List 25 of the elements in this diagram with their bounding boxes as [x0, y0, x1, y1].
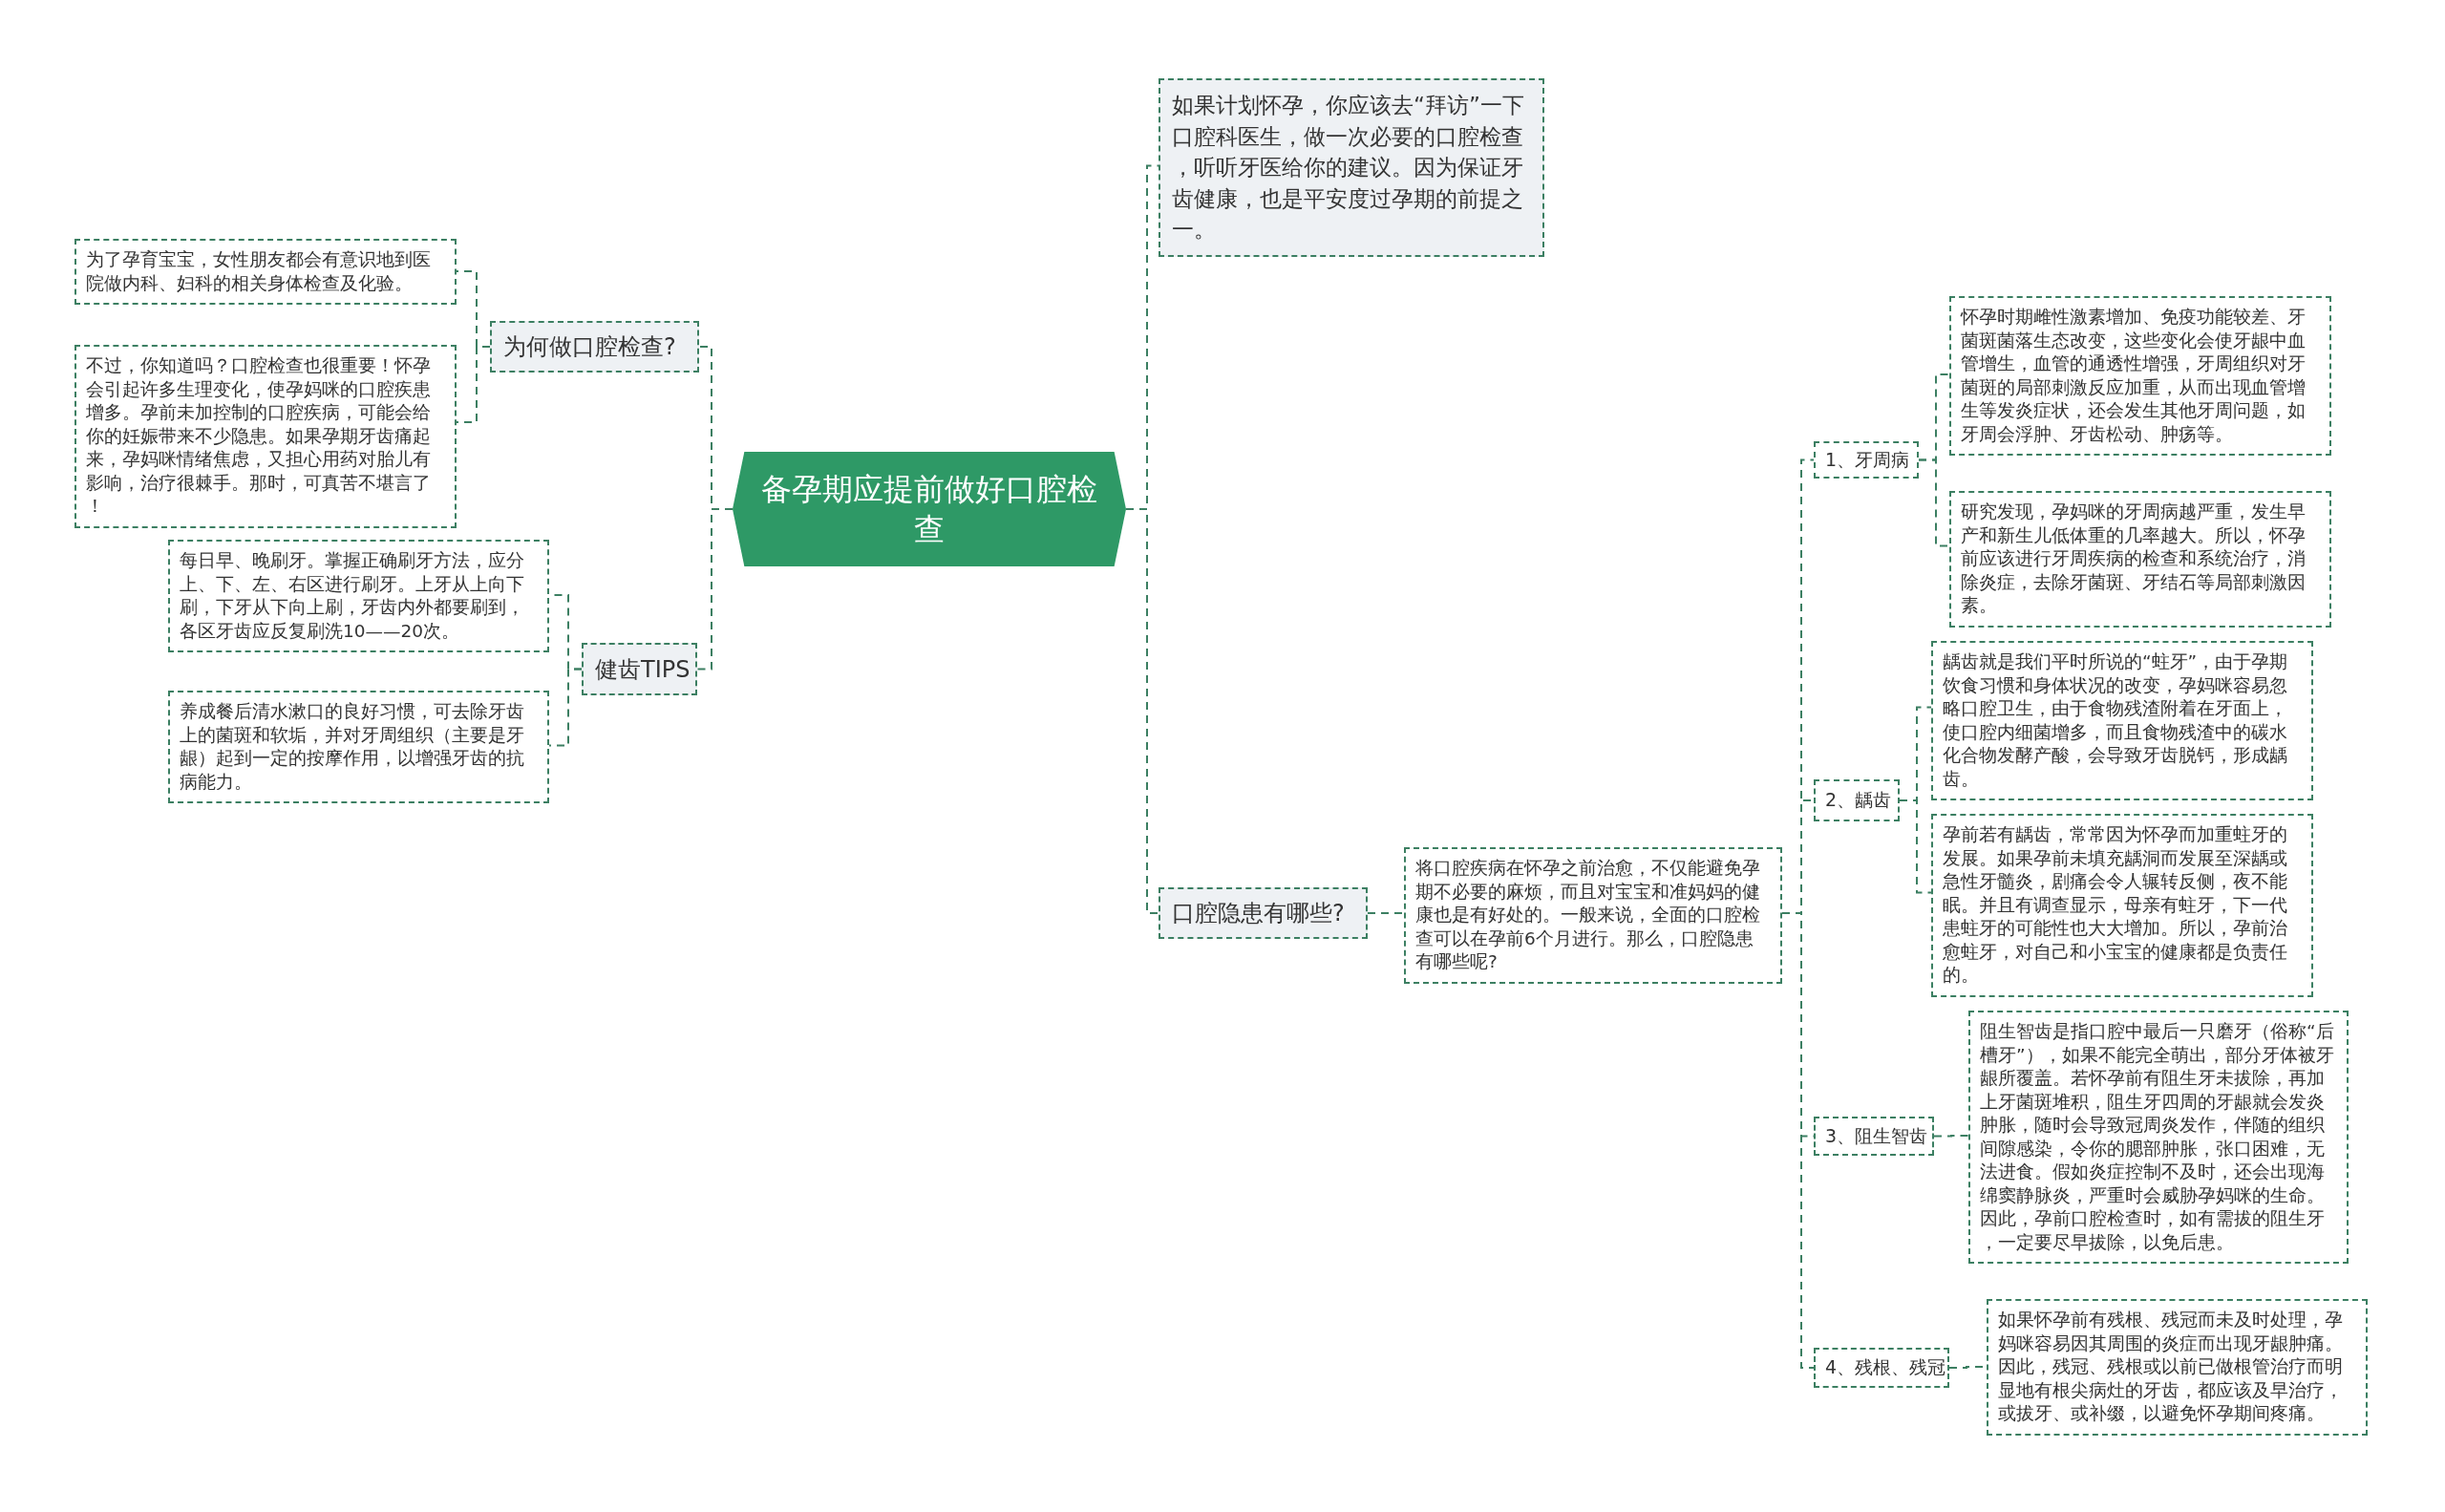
connector-line [1918, 458, 1950, 547]
topic-box: 口腔隐患有哪些? [1159, 887, 1368, 939]
central-topic: 备孕期应提前做好口腔检查 [733, 452, 1126, 566]
topic-box: 为何做口腔检查? [490, 321, 699, 373]
topic-box: 2、龋齿 [1814, 779, 1900, 821]
note-box: 阻生智齿是指口腔中最后一只磨牙（俗称“后槽牙”），如果不能完全萌出，部分牙体被牙龈所覆盖。若怀孕前有阻生牙未拔除，再加上牙菌斑堆积，阻生牙四周的牙龈就会发炎肿胀，随时会导致冠周炎发作，伴随的组织间隙感染，令你的腮部肿胀，张口困难，无法进食。假如炎症控制不及时，还会出现海绵窦静脉炎，严重时会威胁孕妈咪的生命。因此，孕前口腔检查时，如有需拔的阻生牙，一定要尽早拔除，以免后患。 [1968, 1011, 2349, 1264]
topic-box: 4、残根、残冠 [1814, 1348, 1949, 1388]
note-box: 怀孕时期雌性激素增加、免疫功能较差、牙菌斑菌落生态改变，这些变化会使牙龈中血管增生，血管的通透性增强，牙周组织对牙菌斑的局部刺激反应加重，从而出现血管增生等发炎症状，还会发生其他牙周问题，如牙周会浮肿、牙齿松动、肿疡等。 [1949, 296, 2331, 456]
note-box: 每日早、晚刷牙。掌握正确刷牙方法，应分上、下、左、右区进行刷牙。上牙从上向下刷，下牙从下向上刷，牙齿内外都要刷到，各区牙齿应反复刷洗10——20次。 [168, 540, 549, 652]
connector-line [1367, 912, 1405, 914]
note-box: 龋齿就是我们平时所说的“蛀牙”，由于孕期饮食习惯和身体状况的改变，孕妈咪容易忽略口腔卫生，由于食物残渣附着在牙面上，使口腔内细菌增多，而且食物残渣中的碳水化合物发酵产酸，会导致牙齿脱钙，形成龋齿。 [1931, 641, 2313, 800]
note-box: 养成餐后清水漱口的良好习惯，可去除牙齿上的菌斑和软垢，并对牙周组织（主要是牙龈）起到一定的按摩作用，以增强牙齿的抗病能力。 [168, 691, 549, 803]
connector-line [1933, 1135, 1969, 1138]
topic-box: 1、牙周病 [1814, 441, 1919, 479]
connector-line [696, 508, 734, 671]
note-box: 如果怀孕前有残根、残冠而未及时处理，孕妈咪容易因其周围的炎症而出现牙龈肿痛。因此，残冠、残根或以前已做根管治疗而明显地有根尖病灶的牙齿，都应该及早治疗，或拔牙、或补缀，以避免怀孕期间疼痛。 [1987, 1299, 2368, 1436]
note-box: 为了孕育宝宝，女性朋友都会有意识地到医院做内科、妇科的相关身体检查及化验。 [74, 239, 457, 305]
note-box: 不过，你知道吗？口腔检查也很重要！怀孕会引起许多生理变化，使孕妈咪的口腔疾患增多。孕前未加控制的口腔疾病，可能会给你的妊娠带来不少隐患。如果孕期牙齿痛起来，孕妈咪情绪焦虑，又担心用药对胎儿有影响，治疗很棘手。那时，可真苦不堪言了！ [74, 345, 457, 528]
topic-box: 健齿TIPS [582, 643, 697, 695]
topic-box: 如果计划怀孕，你应该去“拜访”一下口腔科医生，做一次必要的口腔检查，听听牙医给你的建议。因为保证牙齿健康，也是平安度过孕期的前提之一。 [1159, 78, 1544, 257]
note-box: 孕前若有龋齿，常常因为怀孕而加重蛀牙的发展。如果孕前未填充龋洞而发展至深龋或急性牙髓炎，剧痛会令人辗转反侧，夜不能眠。并且有调查显示，母亲有蛀牙，下一代患蛀牙的可能性也大大增加。所以，孕前治愈蛀牙，对自己和小宝宝的健康都是负责任的。 [1931, 814, 2313, 997]
note-box: 将口腔疾病在怀孕之前治愈，不仅能避免孕期不必要的麻烦，而且对宝宝和准妈妈的健康也是有好处的。一般来说，全面的口腔检查可以在孕前6个月进行。那么，口腔隐患有哪些呢? [1404, 847, 1782, 984]
connector-line [1899, 799, 1932, 894]
note-box: 研究发现，孕妈咪的牙周病越严重，发生早产和新生儿低体重的几率越大。所以，怀孕前应该进行牙周疾病的检查和系统治疗，消除炎症，去除牙菌斑、牙结石等局部刺激因素。 [1949, 491, 2331, 628]
topic-box: 3、阻生智齿 [1814, 1117, 1934, 1156]
